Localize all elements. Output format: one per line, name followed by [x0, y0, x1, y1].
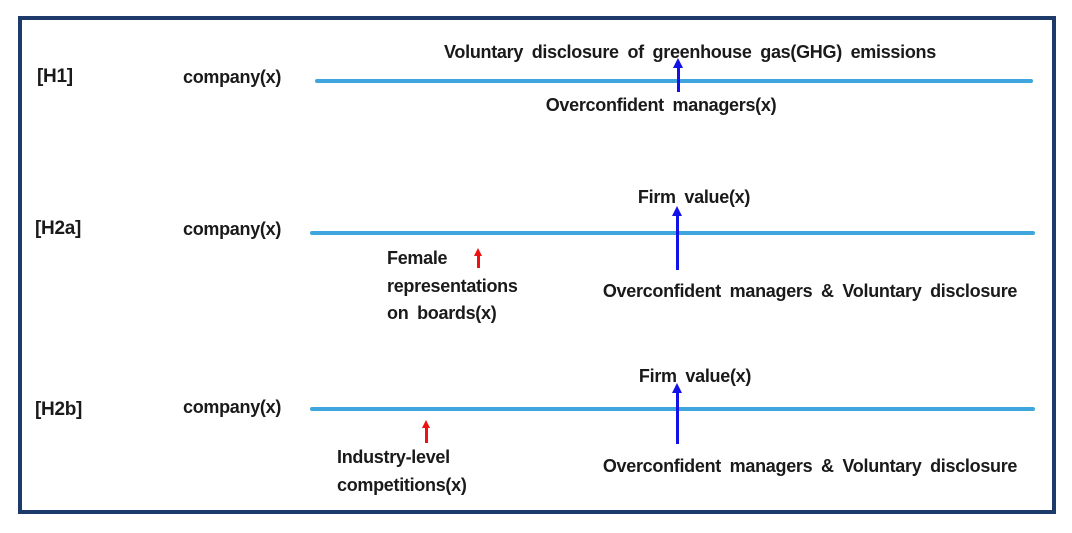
h2b-moderator-line-2: competitions(x): [337, 475, 467, 495]
h2a-moderator-line-3: on boards(x): [387, 303, 497, 323]
h1-outcome-label: Voluntary disclosure of greenhouse gas(G…: [444, 42, 936, 62]
h1-cause-label: Overconfident managers(x): [545, 95, 777, 115]
h1-relation-line: [315, 79, 1033, 83]
h2b-relation-line: [310, 407, 1035, 411]
h2b-moderator-line-1: Industry-level: [337, 447, 450, 467]
h2b-subject-label: company(x): [183, 397, 282, 417]
h2b-blue-up-arrow-icon: [671, 383, 683, 444]
h2b-outcome-label: Firm value(x): [638, 366, 752, 386]
h1-subject-label: company(x): [183, 67, 282, 87]
h1-blue-up-arrow-icon: [672, 58, 684, 92]
h2a-red-up-arrow-icon: [473, 248, 483, 268]
h2a-moderator-line-1: Female: [387, 248, 448, 268]
h2a-outcome-label: Firm value(x): [637, 187, 751, 207]
hypothesis-h2b-label: [H2b]: [35, 399, 83, 420]
h2a-cause-label: Overconfident managers & Voluntary discl…: [602, 281, 1018, 301]
h2a-blue-up-arrow-icon: [671, 206, 683, 270]
hypothesis-h2a-label: [H2a]: [35, 218, 82, 239]
h2a-moderator-line-2: representations: [387, 276, 518, 296]
h2b-red-up-arrow-icon: [421, 420, 431, 443]
h2a-relation-line: [310, 231, 1035, 235]
hypothesis-h1-label: [H1]: [37, 66, 73, 87]
h2b-cause-label: Overconfident managers & Voluntary discl…: [602, 456, 1018, 476]
h2a-subject-label: company(x): [183, 219, 282, 239]
diagram-frame: [18, 16, 1056, 514]
